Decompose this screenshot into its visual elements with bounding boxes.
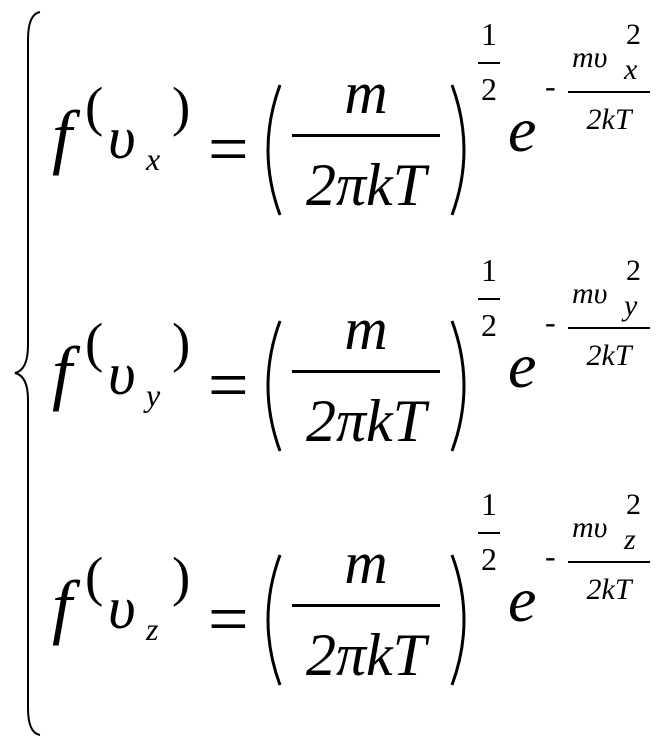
exponent-superscript: 2 bbox=[626, 254, 641, 287]
fraction-numerator: m bbox=[344, 60, 388, 126]
power-bar bbox=[478, 532, 500, 534]
exponent-subscript: z bbox=[624, 523, 636, 556]
power-denominator: 2 bbox=[481, 71, 497, 107]
function-symbol: f bbox=[52, 332, 73, 412]
big-parentheses bbox=[266, 84, 466, 216]
exponent-bar bbox=[568, 327, 650, 329]
fraction-denominator: 2πkT bbox=[305, 388, 427, 454]
left-paren: ( bbox=[85, 546, 104, 607]
velocity-subscript: x bbox=[146, 141, 161, 177]
fraction-denominator: 2πkT bbox=[305, 152, 427, 218]
function-symbol: f bbox=[52, 566, 73, 646]
minus-sign: - bbox=[545, 538, 556, 574]
fraction-numerator: m bbox=[344, 296, 388, 362]
fraction-denominator: 2πkT bbox=[305, 622, 427, 688]
right-paren: ) bbox=[172, 312, 191, 373]
velocity-symbol: υ bbox=[108, 105, 136, 171]
function-symbol: f bbox=[52, 96, 73, 176]
power-bar bbox=[478, 298, 500, 300]
exponential-base: e bbox=[508, 564, 537, 635]
exponent-superscript: 2 bbox=[626, 488, 641, 521]
exponential-base: e bbox=[508, 94, 537, 165]
exponent-denominator: 2kT bbox=[586, 339, 632, 372]
fraction-numerator: m bbox=[344, 530, 388, 596]
velocity-symbol: υ bbox=[108, 341, 136, 407]
equation-x: f ( υ x ) = m 2πkT 1 2 e - mυ 2 x 2kT bbox=[0, 0, 670, 236]
exponent-subscript: x bbox=[624, 53, 638, 86]
big-parentheses bbox=[266, 320, 466, 452]
exponent-subscript: y bbox=[624, 289, 638, 322]
fraction-bar bbox=[292, 370, 440, 373]
left-paren: ( bbox=[85, 76, 104, 137]
exponent-denominator: 2kT bbox=[586, 573, 632, 606]
equation-y: f ( υ y ) = m 2πkT 1 2 e - mυ 2 y 2kT bbox=[0, 236, 670, 472]
fraction-bar bbox=[292, 604, 440, 607]
minus-sign: - bbox=[545, 68, 556, 104]
exponent-denominator: 2kT bbox=[586, 103, 632, 136]
velocity-symbol: υ bbox=[108, 575, 136, 641]
velocity-subscript: z bbox=[146, 611, 159, 647]
exponent-bar bbox=[568, 91, 650, 93]
power-bar bbox=[478, 62, 500, 64]
power-denominator: 2 bbox=[481, 307, 497, 343]
exponent-numerator: mυ bbox=[572, 41, 608, 74]
right-paren: ) bbox=[172, 76, 191, 137]
exponent-numerator: mυ bbox=[572, 277, 608, 310]
power-numerator: 1 bbox=[481, 252, 497, 288]
fraction-bar bbox=[292, 134, 440, 137]
exponential-base: e bbox=[508, 330, 537, 401]
exponent-numerator: mυ bbox=[572, 511, 608, 544]
minus-sign: - bbox=[545, 304, 556, 340]
equation-z: f ( υ z ) = m 2πkT 1 2 e - mυ 2 z 2kT bbox=[0, 470, 670, 706]
right-paren: ) bbox=[172, 546, 191, 607]
left-paren: ( bbox=[85, 312, 104, 373]
equals-sign: = bbox=[208, 109, 249, 189]
exponent-bar bbox=[568, 561, 650, 563]
exponent-superscript: 2 bbox=[626, 18, 641, 51]
velocity-subscript: y bbox=[146, 377, 161, 413]
power-numerator: 1 bbox=[481, 16, 497, 52]
equals-sign: = bbox=[208, 579, 249, 659]
big-parentheses bbox=[266, 554, 466, 686]
power-denominator: 2 bbox=[481, 541, 497, 577]
equals-sign: = bbox=[208, 345, 249, 425]
power-numerator: 1 bbox=[481, 486, 497, 522]
